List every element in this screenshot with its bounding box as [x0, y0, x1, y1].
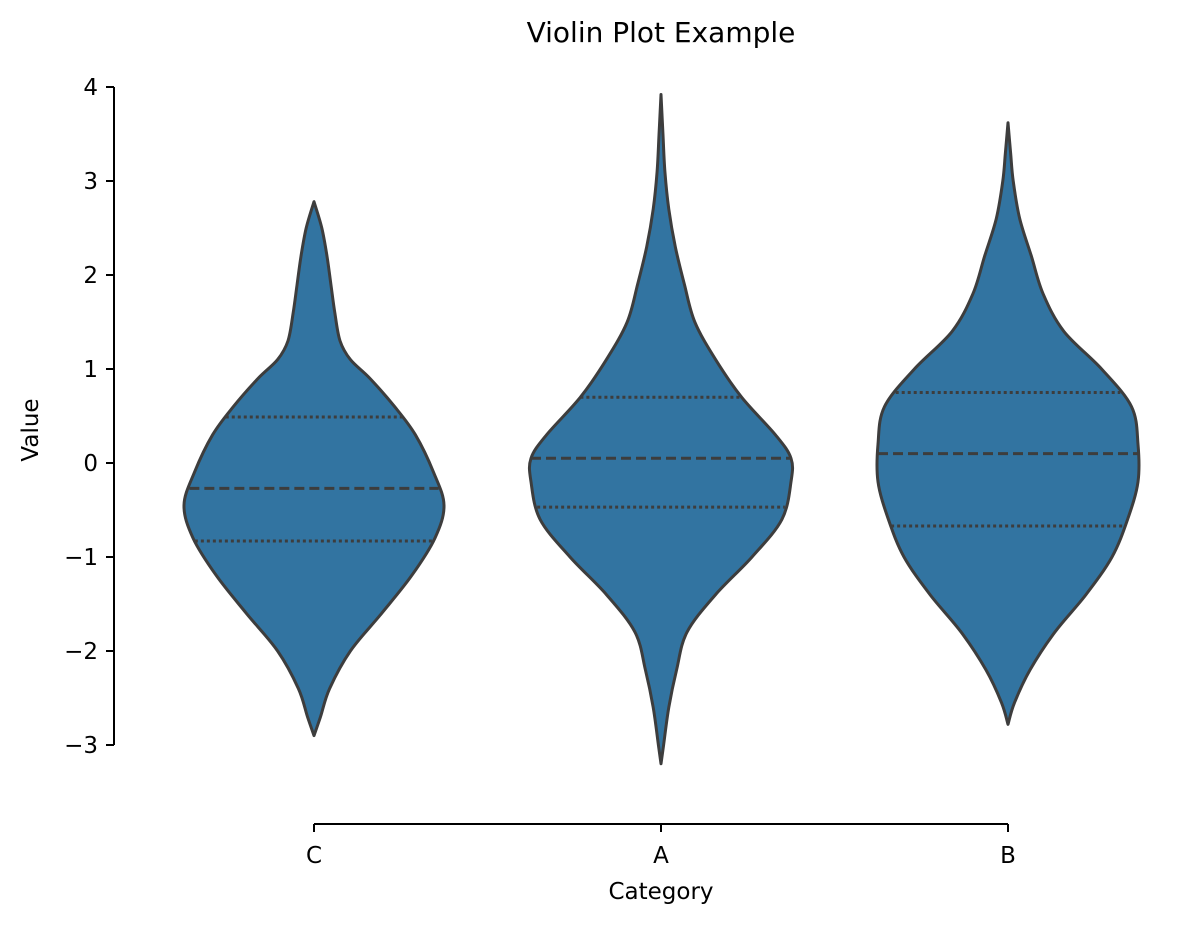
y-tick-label: 2 [83, 263, 98, 289]
x-axis-label: Category [608, 879, 713, 905]
y-tick-label: 4 [83, 75, 98, 101]
y-tick-label: 3 [83, 169, 98, 195]
x-tick-label: B [1000, 843, 1016, 869]
violin-b [875, 121, 1141, 726]
violin-c [182, 200, 446, 738]
violin-a [527, 93, 795, 766]
y-axis: −3 −2 −1 0 1 2 3 4 [64, 75, 115, 759]
violin-body [875, 121, 1141, 726]
x-tick-label: A [653, 843, 669, 869]
x-tick-label: C [306, 843, 322, 869]
y-tick-label: 1 [83, 357, 98, 383]
y-tick-label: −3 [64, 733, 98, 759]
violin-body [182, 200, 446, 738]
y-axis-label: Value [18, 398, 44, 461]
y-tick-label: −2 [64, 639, 98, 665]
violin-body [527, 93, 795, 766]
chart-title: Violin Plot Example [527, 16, 796, 49]
y-tick-label: 0 [83, 451, 98, 477]
violins-group [182, 93, 1141, 766]
y-tick-label: −1 [64, 545, 98, 571]
